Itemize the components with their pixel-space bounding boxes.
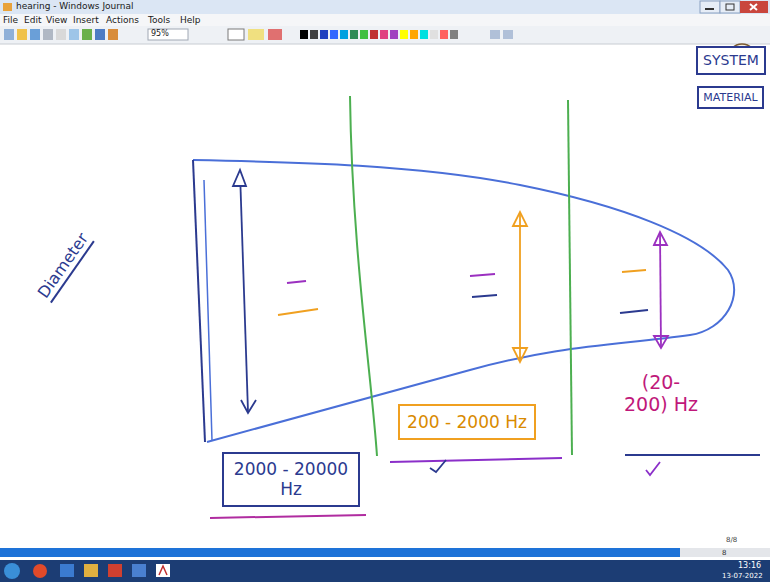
toolbar: [0, 26, 770, 44]
tick-mark: [646, 462, 660, 475]
minimize-button: [700, 1, 720, 13]
frequency-box: 200 - 2000 Hz: [398, 404, 536, 440]
minimize-glyph: [705, 8, 714, 10]
underline: [210, 515, 366, 518]
region-divider: [350, 96, 377, 456]
menu-item: Insert: [73, 15, 99, 25]
toolbar-edge: [0, 44, 770, 45]
menu-item: Actions: [106, 15, 139, 25]
tick-mark: [430, 460, 446, 472]
membrane-dash: [278, 270, 648, 315]
horizontal-scrollbar: [0, 548, 680, 557]
frequency-label: (20-200) Hz: [622, 372, 700, 416]
box-text: 200 - 2000 Hz: [406, 412, 528, 432]
cochlea-base: [193, 160, 205, 442]
close-button: [740, 1, 768, 13]
page-counter: 8/8: [726, 536, 737, 544]
diameter-arrow: [654, 232, 668, 348]
scrollbar-track: [680, 548, 770, 557]
underline: [625, 454, 760, 456]
close-glyph: [750, 4, 757, 10]
boxed-heading: MATERIAL: [697, 86, 764, 109]
menu-item: Edit: [24, 15, 41, 25]
page-number: 8: [722, 549, 726, 557]
menu-item: View: [46, 15, 67, 25]
clock-time: 13:16: [738, 561, 761, 570]
window-title: hearing - Windows Journal: [16, 1, 134, 11]
title-bar: [0, 0, 770, 14]
maximize-glyph: [726, 4, 734, 10]
cochlea-outline: [193, 160, 734, 442]
box-text: MATERIAL: [702, 91, 759, 104]
region-divider: [568, 100, 572, 455]
taskbar: [0, 560, 770, 582]
taskbar-icons: [4, 563, 170, 579]
color-palette: [300, 30, 513, 39]
app-icon: [3, 3, 12, 11]
boxed-heading: SYSTEM: [696, 46, 766, 75]
menu-item: Tools: [148, 15, 170, 25]
toolbar-icons: [4, 29, 282, 40]
zoom-level: 95%: [151, 29, 169, 38]
diameter-arrow: [233, 170, 256, 413]
menu-item: Help: [180, 15, 201, 25]
box-text: SYSTEM: [702, 52, 760, 69]
axis-label: Diameter: [34, 230, 94, 303]
frequency-box: 2000 - 20000 Hz: [222, 452, 360, 507]
underline: [390, 458, 562, 462]
cochlea-base-inner: [204, 180, 212, 440]
box-text: 2000 - 20000 Hz: [229, 459, 353, 500]
diameter-arrow: [513, 212, 527, 362]
menu-item: File: [3, 15, 18, 25]
menu-bar: [0, 14, 770, 26]
maximize-button: [720, 1, 740, 13]
clock-date: 13-07-2022: [722, 572, 763, 580]
